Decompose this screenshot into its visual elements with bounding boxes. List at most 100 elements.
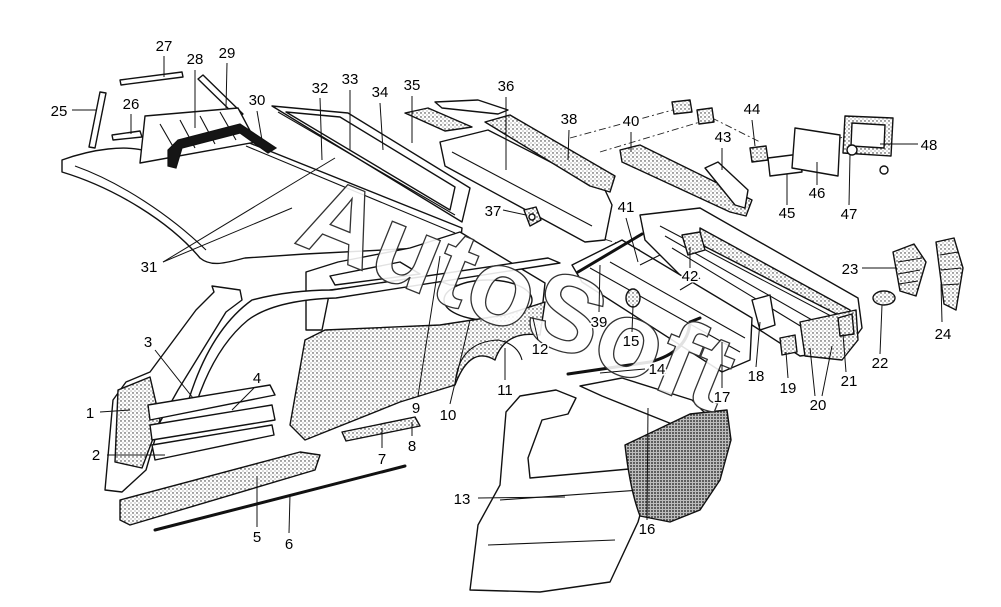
callout-35: 35 (404, 77, 421, 94)
glass-seal-strip (404, 107, 473, 132)
callout-19: 19 (780, 380, 797, 397)
leader-line-34 (379, 102, 384, 151)
sill-trim (341, 416, 421, 442)
callout-13: 13 (454, 491, 471, 508)
callout-31: 31 (141, 259, 158, 276)
leader-line-16 (646, 407, 649, 521)
leader-line-47 (848, 154, 851, 206)
callout-14: 14 (649, 361, 666, 378)
reflector (872, 290, 896, 306)
callout-6: 6 (285, 536, 293, 553)
leader-lines (72, 56, 943, 534)
callout-28: 28 (187, 51, 204, 68)
bumper-clip (837, 313, 855, 337)
callout-48: 48 (921, 137, 938, 154)
callout-10: 10 (440, 407, 457, 424)
license-lamp-clip (749, 145, 769, 163)
callouts: 1 2 3 4 5 6 7 8 9 10 11 12 13 14 15 16 1… (49, 37, 953, 555)
callout-20: 20 (810, 397, 827, 414)
support-rod (576, 232, 644, 274)
callout-23: 23 (842, 261, 859, 278)
callout-42: 42 (682, 268, 699, 285)
leader-line-37 (502, 209, 527, 216)
license-plate-seal (791, 127, 841, 177)
callout-36: 36 (498, 78, 515, 95)
tail-lamp (892, 243, 927, 297)
side-sill (119, 451, 321, 526)
leader-line-6 (288, 494, 291, 534)
leader-line-18 (755, 321, 761, 368)
leader-line-39 (598, 264, 601, 313)
callout-27: 27 (156, 38, 173, 55)
callout-7: 7 (378, 451, 386, 468)
rear-panel-trim (619, 144, 753, 217)
leader-line-14 (599, 368, 646, 374)
outer-quarter-panel (289, 301, 546, 441)
callout-37: 37 (485, 203, 502, 220)
leader-line-20b (821, 345, 833, 397)
floor-rib-lines (589, 254, 746, 353)
callout-34: 34 (372, 84, 389, 101)
callout-30: 30 (249, 92, 266, 109)
callout-39: 39 (591, 314, 608, 331)
callout-47: 47 (841, 206, 858, 223)
lamp-bulb (846, 144, 858, 156)
callout-40: 40 (623, 113, 640, 130)
fastener-clip (696, 107, 715, 125)
roof-contour-line (74, 165, 207, 251)
leader-line-30 (256, 110, 263, 141)
leader-line-31a (162, 207, 293, 263)
windscreen-seal (285, 111, 456, 211)
leader-line-15 (631, 305, 634, 333)
leader-line-31b (162, 157, 336, 263)
callout-41: 41 (618, 199, 635, 216)
tailgate-inner-line (451, 151, 593, 227)
assembly-line (599, 121, 701, 153)
leader-line-10 (449, 319, 471, 405)
leader-line-9 (417, 255, 441, 397)
callout-3: 3 (144, 334, 152, 351)
release-cable (566, 316, 702, 376)
callout-12: 12 (532, 341, 549, 358)
leader-line-21 (842, 333, 847, 373)
rear-quarter-panel (469, 389, 651, 593)
callout-33: 33 (342, 71, 359, 88)
callout-1: 1 (86, 405, 94, 422)
callout-9: 9 (412, 400, 420, 417)
lens-grid (939, 251, 962, 286)
callout-21: 21 (841, 373, 858, 390)
pillar-shaded-area (114, 376, 161, 469)
trim-strip (88, 91, 107, 149)
callout-45: 45 (779, 205, 796, 222)
callout-32: 32 (312, 80, 329, 97)
leader-line-29 (225, 62, 228, 109)
trim-clip (111, 130, 143, 141)
callout-25: 25 (51, 103, 68, 120)
leader-line-38 (567, 129, 570, 161)
quarter-panel-line (487, 489, 641, 546)
callout-24: 24 (935, 326, 952, 343)
door-seal (187, 257, 561, 405)
wheel-arch-panel (624, 409, 732, 523)
callout-4: 4 (253, 370, 261, 387)
callout-16: 16 (639, 521, 656, 538)
assembly-line (711, 117, 761, 143)
tail-lamp-grid (897, 257, 923, 285)
seal-line (277, 111, 456, 216)
callout-26: 26 (123, 96, 140, 113)
glass-reflection-line (159, 111, 237, 151)
trim-strip (119, 71, 184, 86)
trim-strip (197, 74, 244, 119)
tailgate-bracket (434, 99, 509, 115)
trim-bracket (704, 161, 749, 209)
sill-strip (147, 384, 276, 421)
license-plate-inner (850, 122, 886, 149)
roof-edge-line (245, 145, 456, 234)
callout-2: 2 (92, 447, 100, 464)
leader-line-3 (154, 349, 194, 399)
leader-line-19 (785, 351, 789, 379)
leader-line-13 (477, 496, 566, 499)
clip-head (528, 213, 536, 221)
callout-44: 44 (744, 101, 761, 118)
